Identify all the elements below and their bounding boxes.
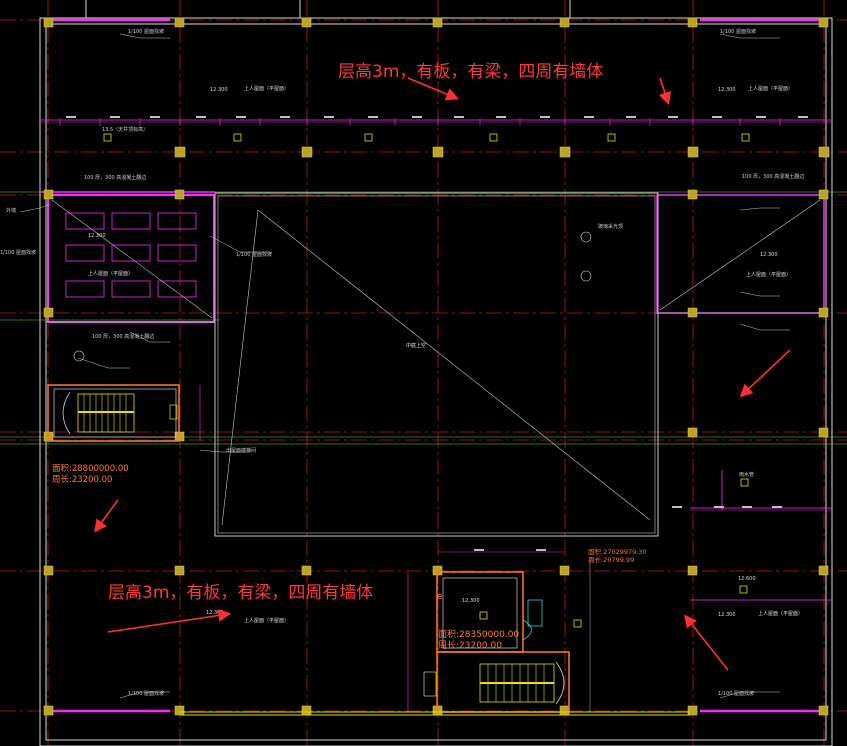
arrow-bottom-right: [684, 614, 729, 671]
label-center-hall: 中庭上空: [406, 342, 426, 349]
arrow-left-lower: [94, 499, 119, 533]
area-right-value: 面积:27029979.30: [588, 547, 647, 556]
parapet-lines: [40, 18, 832, 713]
roof-note-6: 1/100 屋面找坡: [718, 690, 754, 697]
stairwell-left: [47, 384, 201, 442]
index-symbols: [73, 231, 592, 362]
roof-note-1: 1/100 屋面找坡: [128, 28, 164, 35]
roof-note-9: 100 厚，300 高混凝土翻边: [92, 333, 154, 340]
stairwell-bottom: [407, 560, 591, 713]
roof-note-10: 13.5（天井顶标高）: [102, 126, 148, 133]
bottom-wall-strip: [180, 711, 690, 716]
label-roof-top-left: 上人屋面（平屋面）: [244, 85, 289, 92]
label-roof-bottom-right: 上人屋面（平屋面）: [758, 610, 803, 617]
elevation-5: 12.300: [206, 610, 224, 616]
roof-note-14: 出屋面楼梯间: [226, 447, 256, 454]
area-readout-center: 面积:28350000.00 周长:23200.00: [438, 628, 519, 651]
elevation-3: 12.300: [88, 233, 106, 239]
secondary-walls: [46, 312, 826, 323]
label-roof-right-wing: 上人屋面（平屋面）: [746, 271, 791, 278]
atrium-void: [51, 192, 821, 537]
label-roof-left-wing: 上人屋面（平屋面）: [88, 270, 133, 277]
arrow-top-1: [407, 77, 459, 101]
bottom-annotation-suffix: e: [437, 592, 443, 602]
label-roof-bottom-left: 上人屋面（平屋面）: [244, 617, 289, 624]
roof-note-11: 外墙: [6, 207, 16, 214]
area-left-value: 面积:28800000.00: [52, 463, 129, 474]
perimeter-left-value: 周长:23200.00: [52, 474, 112, 485]
area-center-value: 面积:28350000.00: [438, 628, 519, 640]
label-roof-top-right: 上人屋面（平屋面）: [748, 85, 793, 92]
roof-drains: [103, 133, 750, 628]
roof-notes: 1/100 屋面找坡 1/100 屋面找坡 1/100 屋面找坡 1/100 屋…: [0, 28, 804, 697]
elevation-8: 12.600: [738, 576, 756, 582]
top-annotation-note: 层高3m，有板，有梁，四周有墙体: [338, 62, 603, 82]
roof-note-13: 雨水管: [739, 471, 754, 478]
bottom-annotation-note: 层高3m，有板，有梁，四周有墙体: [108, 583, 373, 603]
arrow-bottom-left: [107, 609, 232, 633]
leader-lines: [19, 33, 790, 699]
outer-walls: [39, 0, 833, 746]
perimeter-right-value: 周长:20799.99: [588, 555, 634, 564]
room-labels: 中庭上空 上人屋面（平屋面） 上人屋面（平屋面） 上人屋面（平屋面） 上人屋面（…: [88, 85, 803, 624]
annotation-arrows: [94, 77, 791, 671]
elevation-1: 12.300: [210, 87, 228, 93]
elevations: 12.300 12.300 12.300 12.300 12.300 12.30…: [88, 87, 778, 618]
roof-note-8: 100 厚，300 高混凝土翻边: [742, 173, 804, 180]
dimension-ticks: [66, 116, 808, 551]
roof-note-5: 1/100 屋面找坡: [128, 690, 164, 697]
area-readout-left: 面积:28800000.00 周长:23200.00: [52, 463, 129, 485]
skylight-grid: [65, 212, 197, 298]
roof-note-3: 1/100 屋面找坡: [0, 249, 36, 256]
perimeter-center-value: 周长:23200.00: [438, 639, 502, 651]
elevation-4: 12.300: [760, 252, 778, 258]
roof-note-12: 玻璃采光顶: [598, 223, 623, 230]
dimension-band: [40, 118, 832, 553]
elevation-6: 12.300: [718, 612, 736, 618]
arrow-right-wing: [739, 349, 791, 398]
arrow-top-2: [658, 77, 672, 106]
roof-note-4: 1/100 屋面找坡: [236, 251, 272, 258]
elevation-7: 12.300: [462, 598, 480, 604]
elevation-2: 12.300: [718, 87, 736, 93]
area-readout-right: 面积:27029979.30 周长:20799.99: [588, 547, 647, 564]
roof-note-7: 100 厚，300 高混凝土翻边: [84, 174, 146, 181]
roof-note-2: 1/100 屋面找坡: [720, 28, 756, 35]
